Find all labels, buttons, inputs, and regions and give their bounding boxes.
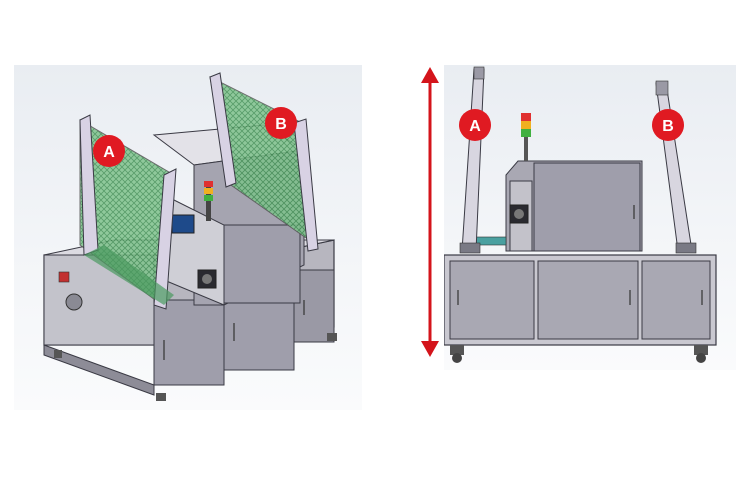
badge-a-label: A — [103, 144, 115, 161]
side-view-machine-drawing: A B — [444, 66, 717, 363]
isometric-view-panel: A B — [14, 65, 362, 410]
badge-a: A — [93, 135, 125, 167]
badge-b: B — [265, 107, 297, 139]
side-conveyor-b — [655, 80, 697, 254]
side-view-panel: A B — [444, 65, 736, 370]
badge-b-label: B — [275, 116, 287, 133]
height-dimension-arrow — [421, 67, 439, 357]
side-badge-b-label: B — [662, 118, 674, 135]
conveyor-a-drawing — [79, 114, 177, 310]
side-lower-cabinet — [444, 254, 717, 363]
side-badge-a: A — [459, 109, 491, 141]
side-upper-housing — [469, 113, 643, 252]
side-badge-a-label: A — [469, 118, 481, 135]
isometric-machine-drawing: A B — [43, 72, 337, 401]
side-badge-b: B — [652, 109, 684, 141]
side-conveyor-a — [459, 66, 485, 254]
